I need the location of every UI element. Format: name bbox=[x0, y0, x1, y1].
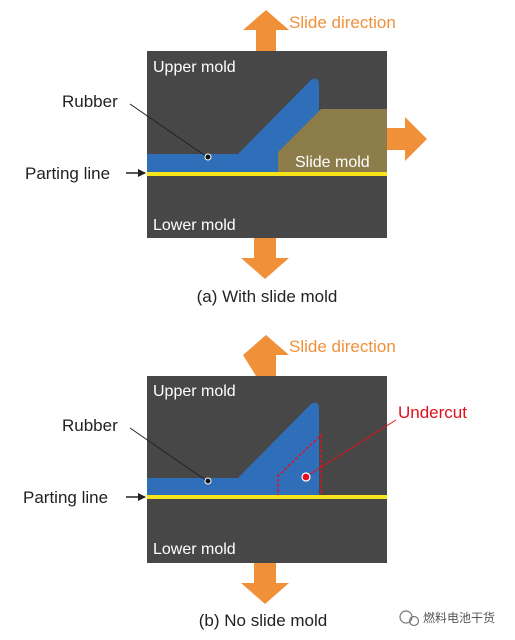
panel-b: Slide direction Upper mold Lower mold Ru… bbox=[23, 335, 467, 630]
rubber-part bbox=[147, 78, 319, 174]
slide-mold-arrow-right bbox=[387, 117, 427, 161]
rubber-leader-line bbox=[129, 427, 208, 482]
undercut-label: Undercut bbox=[398, 403, 467, 422]
rubber-label: Rubber bbox=[62, 416, 118, 435]
undercut-leader-line bbox=[306, 419, 397, 477]
parting-line-label: Parting line bbox=[23, 488, 108, 507]
lower-mold-arrow-down bbox=[241, 238, 289, 279]
watermark: 燃料电池干货 bbox=[399, 610, 495, 627]
parting-line bbox=[147, 172, 387, 176]
parting-line bbox=[147, 495, 387, 499]
wechat-icon-inner bbox=[408, 615, 420, 627]
wechat-icon bbox=[399, 610, 413, 624]
slide-direction-label: Slide direction bbox=[289, 13, 396, 32]
rubber-leader-line bbox=[129, 103, 208, 158]
upper-mold-label: Upper mold bbox=[153, 383, 236, 400]
panel-a: Slide direction Upper mold Slide mold Lo… bbox=[25, 10, 427, 306]
rubber-leader-dot bbox=[204, 153, 212, 161]
upper-mold-label: Upper mold bbox=[153, 59, 236, 76]
slide-mold bbox=[278, 109, 387, 174]
watermark-text: 燃料电池干货 bbox=[423, 610, 495, 625]
slide-mold-label: Slide mold bbox=[295, 154, 370, 171]
caption-a: (a) With slide mold bbox=[197, 287, 338, 306]
slide-direction-arrow-up-stem bbox=[256, 355, 276, 376]
rubber-label: Rubber bbox=[62, 92, 118, 111]
slide-direction-label: Slide direction bbox=[289, 337, 396, 356]
caption-b: (b) No slide mold bbox=[199, 611, 328, 630]
lower-mold-arrow-down bbox=[241, 563, 289, 604]
rubber-leader-dot bbox=[204, 477, 212, 485]
undercut-leader-dot bbox=[301, 472, 311, 482]
slide-direction-arrow-up bbox=[243, 10, 289, 51]
lower-mold-label: Lower mold bbox=[153, 541, 236, 558]
parting-line-label: Parting line bbox=[25, 164, 110, 183]
lower-mold-label: Lower mold bbox=[153, 217, 236, 234]
rubber-part bbox=[147, 402, 319, 497]
